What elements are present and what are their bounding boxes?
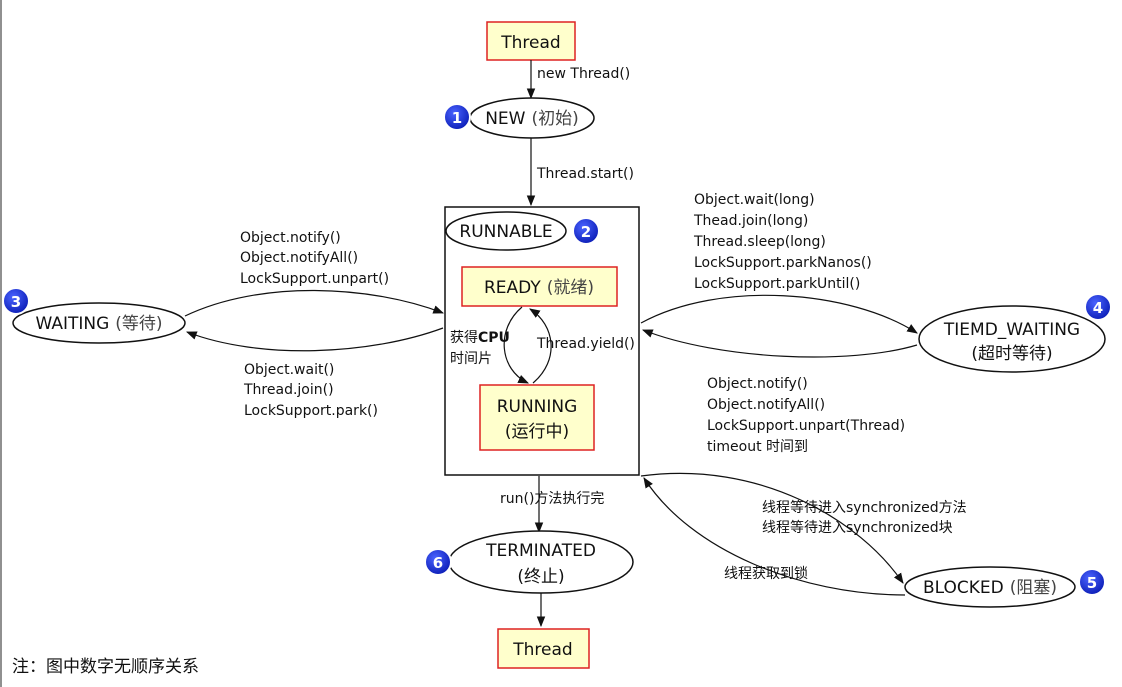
badge-6: 6 <box>424 548 452 576</box>
label-ftw-4: timeout 时间到 <box>707 439 808 455</box>
label-tw-3: Thread.sleep(long) <box>693 234 826 250</box>
svg-text:BLOCKED(阻塞): BLOCKED (阻塞) <box>923 578 1057 598</box>
runnable-label: RUNNABLE <box>459 222 552 242</box>
badge-5: 5 <box>1078 568 1106 596</box>
new-state-node: NEW (初始) <box>469 97 595 139</box>
label-get-cpu: 获得CPU <box>450 329 510 346</box>
label-notify-1: Object.notify() <box>240 230 341 246</box>
edge-get-cpu <box>503 306 529 384</box>
edge-got-lock <box>643 477 906 596</box>
label-yield: Thread.yield() <box>536 336 635 352</box>
runnable-state-node: RUNNABLE <box>445 211 567 251</box>
edge-from-timed-waiting <box>641 329 918 358</box>
svg-text:WAITING(等待): WAITING (等待) <box>35 314 162 334</box>
terminated-label: TERMINATED <box>485 541 596 561</box>
edge-yield <box>529 308 552 384</box>
svg-text:2: 2 <box>581 223 591 241</box>
timed-waiting-label: TIEMD_WAITING <box>943 320 1080 340</box>
badge-4: 4 <box>1084 293 1112 321</box>
label-ftw-2: Object.notifyAll() <box>707 397 825 413</box>
label-got-lock: 线程获取到锁 <box>724 566 808 582</box>
svg-text:4: 4 <box>1093 299 1103 317</box>
label-blocked-2: 线程等待进入synchronized块 <box>762 519 953 536</box>
label-ftw-1: Object.notify() <box>707 376 808 392</box>
edge-to-timed-waiting <box>640 294 918 334</box>
thread-bottom-label: Thread <box>512 640 572 660</box>
svg-text:5: 5 <box>1087 574 1097 592</box>
badge-2: 2 <box>572 217 600 245</box>
timed-waiting-state-node: TIEMD_WAITING (超时等待) <box>918 305 1106 373</box>
running-state-node: RUNNING (运行中) <box>479 384 595 451</box>
label-wait-1: Object.wait() <box>244 362 334 378</box>
new-state-cn: (初始) <box>532 109 579 129</box>
label-tw-1: Object.wait(long) <box>694 192 815 208</box>
svg-text:6: 6 <box>433 554 443 572</box>
label-wait-2: Thread.join() <box>243 382 334 398</box>
label-time-slice: 时间片 <box>450 351 492 367</box>
label-wait-3: LockSupport.park() <box>244 403 378 419</box>
blocked-state-node: BLOCKED (阻塞) <box>904 566 1076 608</box>
waiting-state-node: WAITING (等待) <box>12 302 186 344</box>
timed-waiting-cn: (超时等待) <box>971 344 1052 364</box>
svg-text:READY(就绪): READY (就绪) <box>484 278 594 298</box>
svg-text:NEW(初始): NEW (初始) <box>485 109 579 129</box>
badge-3: 3 <box>2 287 30 315</box>
label-notify-2: Object.notifyAll() <box>240 250 358 266</box>
edge-waiting-to-runnable <box>184 289 445 317</box>
thread-bottom-box: Thread <box>497 628 590 669</box>
ready-state-node: READY (就绪) <box>461 266 618 307</box>
svg-text:1: 1 <box>452 109 462 127</box>
label-thread-start: Thread.start() <box>536 166 634 182</box>
label-tw-2: Thead.join(long) <box>693 213 808 229</box>
svg-text:3: 3 <box>11 293 21 311</box>
waiting-cn: (等待) <box>115 314 162 334</box>
label-new-thread: new Thread() <box>537 66 630 82</box>
label-tw-5: LockSupport.parkUntil() <box>694 276 860 292</box>
footnote: 注：图中数字无顺序关系 <box>12 657 199 677</box>
running-label: RUNNING <box>497 397 578 417</box>
running-cn: (运行中) <box>505 422 569 442</box>
new-state-label: NEW <box>485 109 525 129</box>
terminated-state-node: TERMINATED (终止) <box>448 530 634 594</box>
blocked-label: BLOCKED <box>923 578 1004 598</box>
label-notify-3: LockSupport.unpart() <box>240 271 389 287</box>
waiting-label: WAITING <box>35 314 109 334</box>
edge-to-blocked <box>640 472 904 584</box>
thread-top-box: Thread <box>486 21 576 61</box>
thread-top-label: Thread <box>500 33 560 53</box>
ready-label: READY <box>484 278 541 298</box>
edge-runnable-to-waiting <box>185 327 444 352</box>
blocked-cn: (阻塞) <box>1010 578 1057 598</box>
terminated-cn: (终止) <box>517 567 564 587</box>
label-run-done: run()方法执行完 <box>500 491 604 507</box>
ready-cn: (就绪) <box>547 278 594 298</box>
label-tw-4: LockSupport.parkNanos() <box>694 255 872 271</box>
label-ftw-3: LockSupport.unpart(Thread) <box>707 418 905 434</box>
badge-1: 1 <box>443 103 471 131</box>
label-blocked-1: 线程等待进入synchronized方法 <box>762 499 967 516</box>
